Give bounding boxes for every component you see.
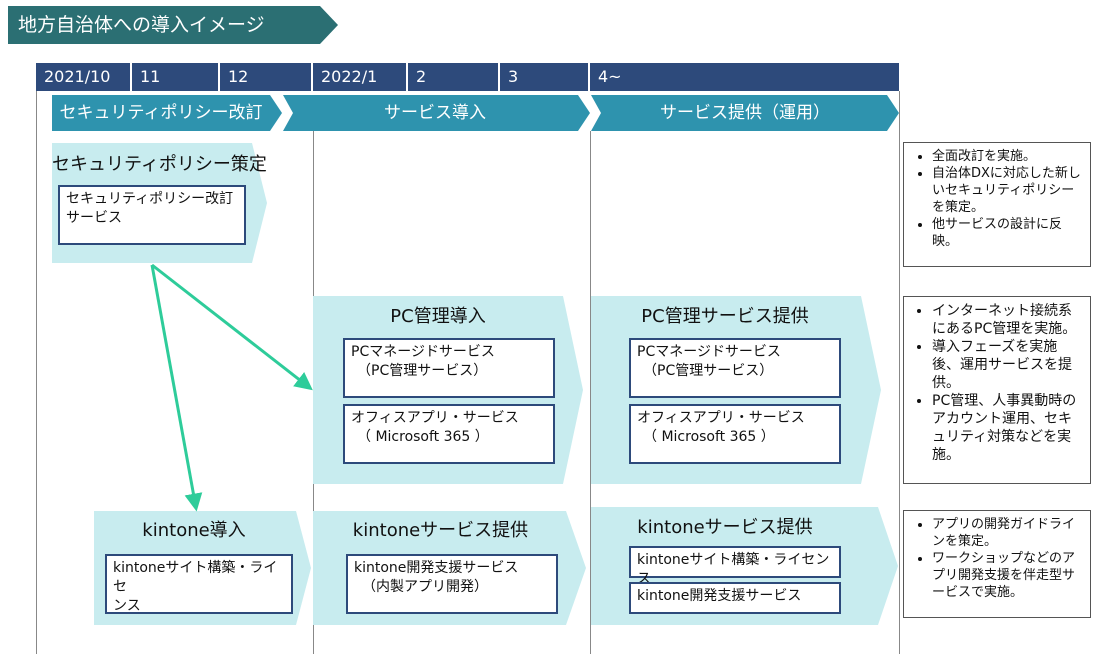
zone-title: kintoneサービス提供: [637, 517, 813, 538]
service-label: （内製アプリ開発）: [362, 579, 488, 595]
zone-title: セキュリティポリシー策定: [52, 154, 267, 175]
service-label: （PC管理サービス）: [357, 363, 488, 379]
timeline-cell: 11: [132, 63, 220, 91]
service-label: （ Microsoft 365 ）: [643, 429, 775, 445]
zone-title: PC管理サービス提供: [641, 306, 809, 327]
phase-arrow: [52, 95, 282, 131]
pc-managed-service-box: PCマネージドサービス （PC管理サービス）: [343, 338, 555, 398]
note-item: ワークショップなどのアプリ開発支援を伴走型サービスで実施。: [932, 550, 1084, 601]
timeline-cell: 2: [408, 63, 500, 91]
service-label: オフィスアプリ・サービス: [351, 410, 519, 426]
note-security: 全面改訂を実施。 自治体DXに対応した新しいセキュリティポリシーを策定。 他サー…: [903, 142, 1091, 267]
phase-label: サービス提供（運用）: [660, 103, 830, 123]
note-item: 全面改訂を実施。: [932, 148, 1084, 165]
note-item: 自治体DXに対応した新しいセキュリティポリシーを策定。: [932, 165, 1084, 216]
note-item: インターネット接続系にあるPC管理を実施。: [932, 302, 1084, 338]
timeline-cell: 12: [220, 63, 313, 91]
timeline-cell: 3: [500, 63, 590, 91]
kintone-dev-service-box: kintone開発支援サービス: [629, 582, 841, 614]
service-label: PCマネージドサービス: [637, 344, 781, 360]
note-kintone: アプリの開発ガイドラインを策定。 ワークショップなどのアプリ開発支援を伴走型サー…: [903, 510, 1091, 618]
service-label: kintone開発支援サービス: [637, 588, 802, 604]
office-app-service-box: オフィスアプリ・サービス （ Microsoft 365 ）: [629, 404, 841, 464]
zone-title: kintoneサービス提供: [352, 520, 529, 541]
service-label: PCマネージドサービス: [351, 344, 495, 360]
service-label: （PC管理サービス）: [643, 363, 774, 379]
timeline-cell: 2021/10: [36, 63, 132, 91]
service-label: セキュリティポリシー改訂: [66, 191, 234, 207]
service-label: kintoneサイト構築・ライセ: [113, 560, 278, 595]
phase-arrow: [283, 95, 590, 131]
kintone-dev-service-box: kintone開発支援サービス （内製アプリ開発）: [346, 554, 558, 614]
grid-line: [36, 91, 37, 654]
grid-line: [590, 131, 591, 654]
phase-arrow: [591, 95, 899, 131]
phase-label: サービス導入: [384, 103, 486, 123]
service-label: （ Microsoft 365 ）: [357, 429, 489, 445]
note-item: 他サービスの設計に反映。: [932, 216, 1084, 250]
note-item: 導入フェーズを実施後、運用サービスを提供。: [932, 338, 1084, 392]
timeline-cell: 2022/1: [313, 63, 408, 91]
note-item: PC管理、人事異動時のアカウント運用、セキュリティ対策などを実施。: [932, 392, 1084, 464]
zone-title: kintone導入: [142, 520, 246, 541]
note-item: アプリの開発ガイドラインを策定。: [932, 516, 1084, 550]
pc-managed-service-box: PCマネージドサービス （PC管理サービス）: [629, 338, 841, 398]
timeline-cell: 4~: [590, 63, 899, 91]
arrow-to-pc-intro: [151, 263, 313, 391]
service-label: オフィスアプリ・サービス: [637, 410, 805, 426]
kintone-site-service-box: kintoneサイト構築・ライセンス: [629, 546, 841, 587]
office-app-service-box: オフィスアプリ・サービス （ Microsoft 365 ）: [343, 404, 555, 464]
arrow-to-kintone-intro: [150, 264, 203, 512]
kintone-site-service-box: kintoneサイト構築・ライセ ンス: [105, 554, 293, 614]
service-label: サービス: [66, 210, 122, 226]
title-banner: [8, 6, 338, 44]
service-label: ンス: [113, 598, 141, 614]
grid-line: [899, 91, 900, 654]
phase-label: セキュリティポリシー改訂: [59, 103, 263, 123]
note-pc: インターネット接続系にあるPC管理を実施。 導入フェーズを実施後、運用サービスを…: [903, 296, 1091, 484]
zone-title: PC管理導入: [390, 306, 486, 327]
page-title: 地方自治体への導入イメージ: [18, 14, 265, 36]
service-label: kintone開発支援サービス: [354, 560, 519, 576]
security-policy-service-box: セキュリティポリシー改訂 サービス: [58, 185, 246, 245]
